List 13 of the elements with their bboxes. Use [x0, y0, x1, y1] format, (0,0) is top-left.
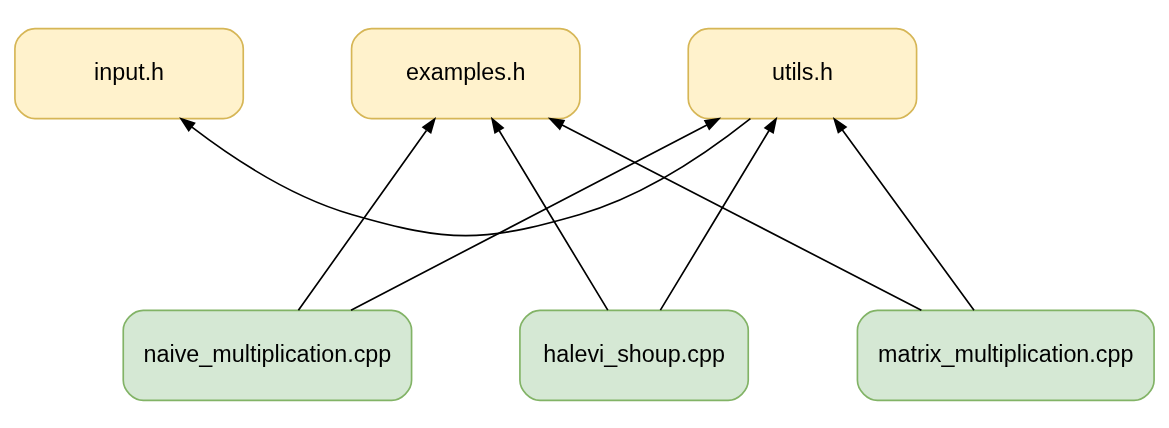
node-box: halevi_shoup.cpp — [519, 309, 750, 401]
arrow — [350, 117, 722, 311]
arrow — [547, 117, 923, 311]
node-box: matrix_multiplication.cpp — [856, 309, 1155, 401]
arrow — [832, 116, 975, 311]
arrow — [297, 116, 437, 311]
node-box: examples.h — [350, 27, 581, 119]
node-box: utils.h — [687, 27, 918, 119]
arrow — [659, 116, 778, 311]
arrow — [490, 116, 609, 311]
node-box: input.h — [14, 27, 245, 119]
node-box: naive_multiplication.cpp — [122, 309, 413, 401]
arrow — [179, 116, 752, 237]
